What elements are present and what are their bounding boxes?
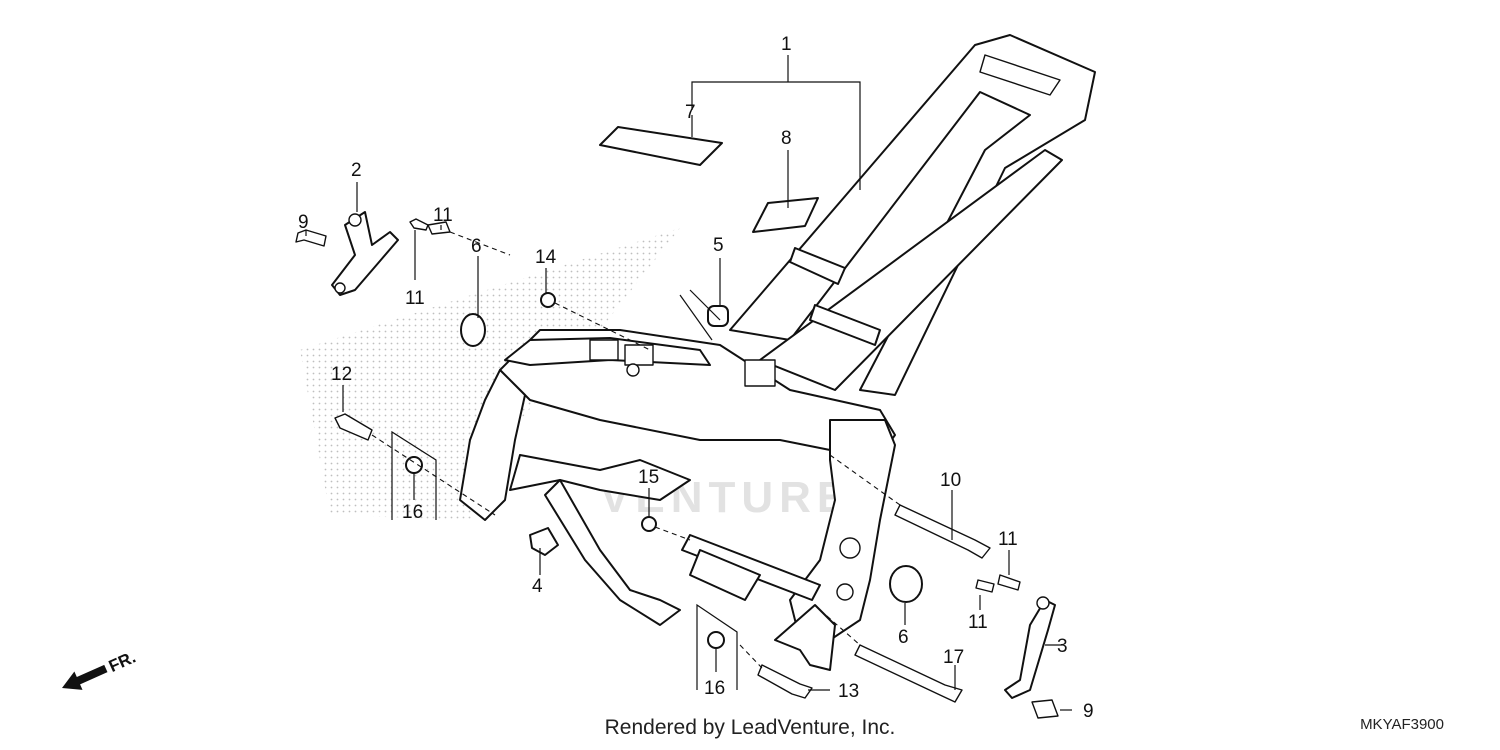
callout-2: 2	[351, 160, 362, 181]
bracket-left-2	[331, 211, 399, 296]
label-plate-8	[752, 197, 819, 233]
bushing-6b	[889, 565, 923, 603]
callout-11a: 11	[433, 205, 453, 226]
callout-6b: 6	[898, 627, 909, 648]
callout-10: 10	[940, 470, 961, 491]
bolts	[295, 218, 1059, 719]
front-arrow-label: FR.	[106, 647, 139, 675]
callout-6a: 6	[471, 236, 482, 257]
callout-9a: 9	[298, 212, 309, 233]
callout-5: 5	[713, 235, 724, 256]
callout-4: 4	[532, 576, 543, 597]
callout-3: 3	[1057, 636, 1068, 657]
washer-16a	[405, 456, 423, 474]
callout-16a: 16	[402, 502, 423, 523]
collar-5	[707, 305, 729, 327]
callout-9b: 9	[1083, 701, 1094, 722]
callout-12: 12	[331, 364, 352, 385]
callout-7: 7	[685, 102, 696, 123]
callout-14: 14	[535, 247, 557, 268]
front-arrow: FR.	[62, 647, 139, 690]
callout-15: 15	[638, 467, 659, 488]
callout-13: 13	[838, 681, 859, 702]
callout-11b: 11	[405, 288, 425, 309]
bushing-6a	[460, 313, 486, 347]
collar-4	[529, 527, 559, 556]
diagram-code: MKYAF3900	[1360, 716, 1444, 733]
stipple-shading	[300, 228, 680, 520]
washer-15	[641, 516, 657, 532]
render-credit: Rendered by LeadVenture, Inc.	[604, 716, 896, 739]
callout-11d: 11	[968, 612, 988, 633]
callout-11c: 11	[998, 529, 1018, 550]
label-plate-7	[599, 126, 723, 166]
nut-14	[540, 292, 556, 308]
washer-16b	[707, 631, 725, 649]
callout-1: 1	[781, 34, 792, 55]
main-frame	[459, 34, 1096, 671]
callout-labels: 1 2 3 4 5 6 6 7 8 9 9 10 11 11 11 11 12 …	[298, 34, 1094, 722]
leader-lines	[305, 55, 1072, 711]
callout-16b: 16	[704, 678, 725, 699]
callout-17: 17	[943, 647, 964, 668]
callout-8: 8	[781, 128, 792, 149]
bracket-right-3	[1004, 599, 1056, 699]
